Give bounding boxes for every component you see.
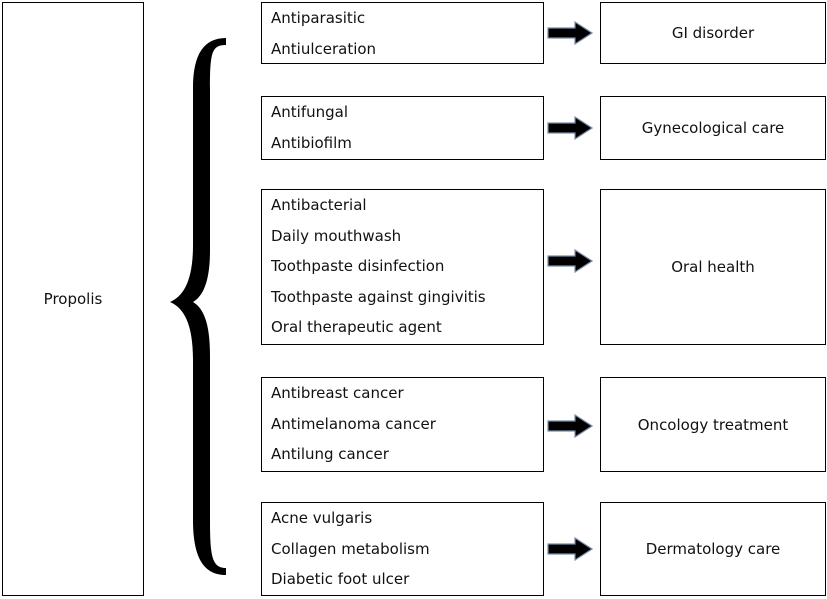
activity-item: Acne vulgaris xyxy=(271,509,373,527)
arrow-right-icon xyxy=(547,249,593,273)
outcome-oral-health: Oral health xyxy=(600,189,826,345)
arrow-right-icon xyxy=(547,414,593,438)
outcome-label: Gynecological care xyxy=(641,119,785,137)
outcome-oncology-treatment: Oncology treatment xyxy=(600,377,826,472)
propolis-label: Propolis xyxy=(43,290,103,308)
activity-group-gi: Antiparasitic Antiulceration xyxy=(261,2,544,64)
propolis-box: Propolis xyxy=(2,2,144,596)
activity-group-oncology: Antibreast cancer Antimelanoma cancer An… xyxy=(261,377,544,472)
activity-group-oral: Antibacterial Daily mouthwash Toothpaste… xyxy=(261,189,544,345)
outcome-dermatology-care: Dermatology care xyxy=(600,502,826,596)
activity-item: Antiparasitic xyxy=(271,9,366,27)
activity-item: Toothpaste against gingivitis xyxy=(271,287,486,306)
activity-group-gynecological: Antifungal Antibiofilm xyxy=(261,96,544,160)
activity-item: Antiulceration xyxy=(271,39,377,58)
activity-item: Toothpaste disinfection xyxy=(271,257,445,275)
activity-item: Antilung cancer xyxy=(271,445,389,463)
outcome-label: Oral health xyxy=(671,258,755,276)
arrow-right-icon xyxy=(547,537,593,561)
arrow-right-icon xyxy=(547,21,593,45)
outcome-label: GI disorder xyxy=(671,24,755,42)
activity-item: Daily mouthwash xyxy=(271,226,402,245)
activity-item: Antimelanoma cancer xyxy=(271,414,436,433)
outcome-gi-disorder: GI disorder xyxy=(600,2,826,64)
outcome-label: Oncology treatment xyxy=(637,415,789,434)
activity-item: Collagen metabolism xyxy=(271,539,430,558)
activity-item: Antibacterial xyxy=(271,196,367,214)
activity-item: Oral therapeutic agent xyxy=(271,318,442,336)
outcome-gynecological-care: Gynecological care xyxy=(600,96,826,160)
arrow-right-icon xyxy=(547,116,593,140)
activity-item: Antifungal xyxy=(271,103,348,121)
activity-group-dermatology: Acne vulgaris Collagen metabolism Diabet… xyxy=(261,502,544,596)
activity-item: Antibiofilm xyxy=(271,133,352,152)
activity-item: Diabetic foot ulcer xyxy=(271,570,410,588)
curly-brace xyxy=(170,38,226,575)
activity-item: Antibreast cancer xyxy=(271,384,404,402)
outcome-label: Dermatology care xyxy=(645,540,781,558)
